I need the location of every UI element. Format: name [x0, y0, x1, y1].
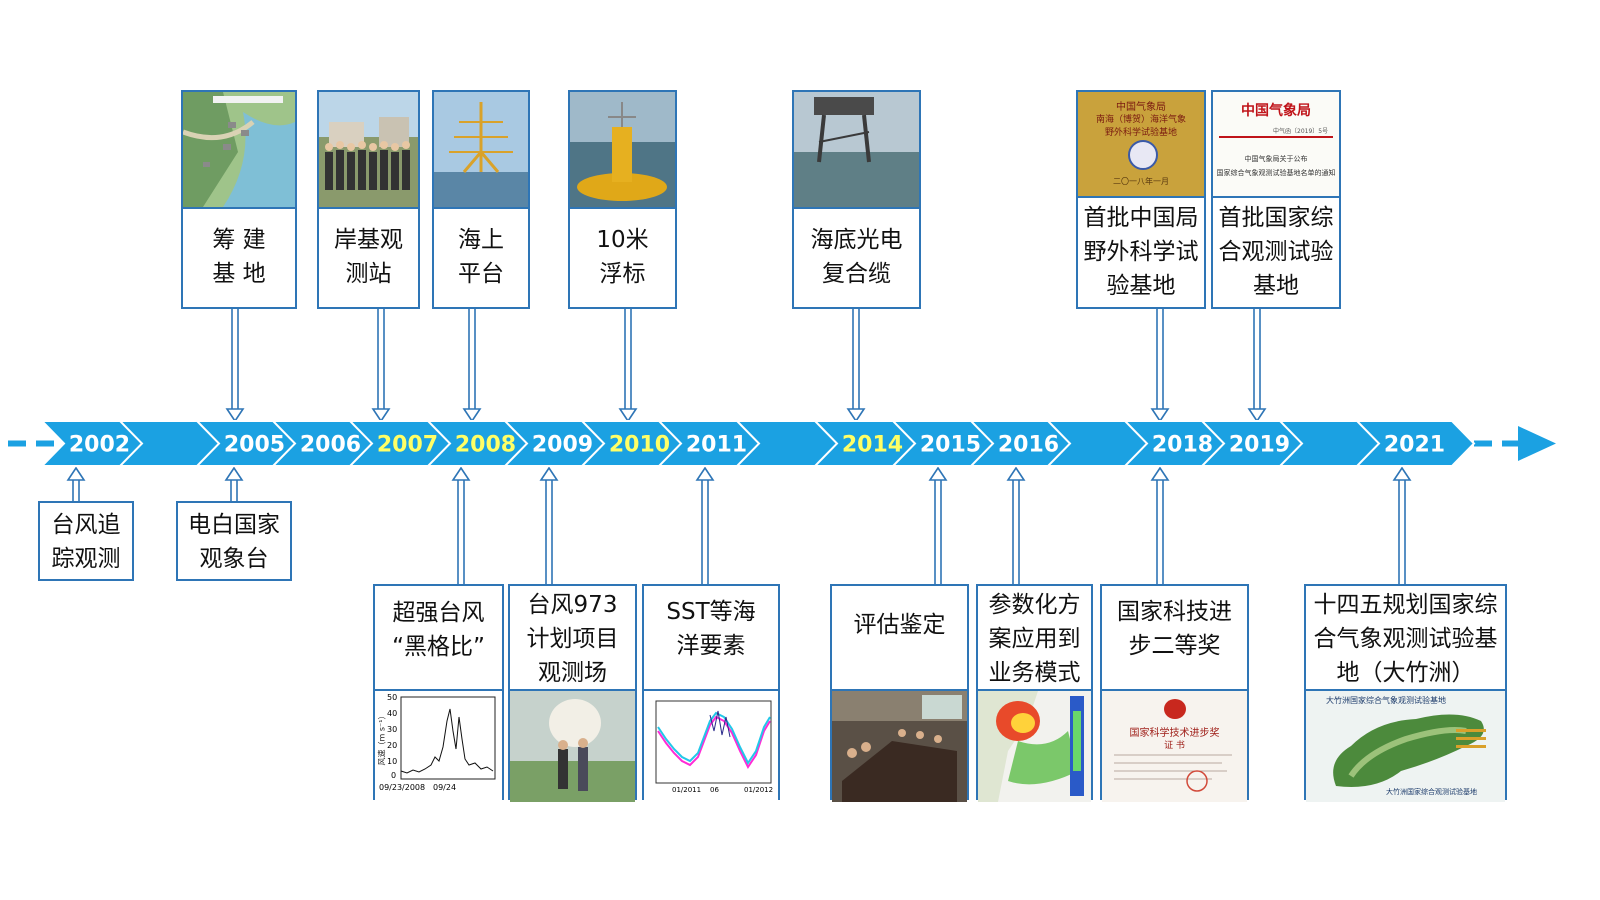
connector-arrow — [1150, 309, 1170, 423]
event-text: 岸基观 测站 — [334, 227, 403, 287]
event-card-2008-hagupit[interactable]: 超强台风 “黑格比” 风速（m s⁻¹） 50 40 30 20 10 0 09… — [373, 584, 504, 802]
connector-arrow — [695, 466, 715, 584]
event-card-2005-observatory[interactable]: 电白国家 观象台 — [176, 501, 292, 581]
timeline-year-label: 2006 — [300, 433, 361, 458]
event-card-2002-typhoon-tracking[interactable]: 台风追 踪观测 — [38, 501, 134, 581]
connector-arrow — [451, 466, 471, 584]
connector-arrow — [225, 309, 245, 423]
connector-arrow — [224, 466, 244, 501]
connector-arrow — [66, 466, 86, 501]
cable-platform-image — [794, 92, 919, 209]
event-card-2009-project-973[interactable]: 台风973 计划项目 观测场 — [508, 584, 637, 802]
event-card-2016-parameterization[interactable]: 参数化方 案应用到 业务模式 — [976, 584, 1093, 802]
timeline-year-label: 2014 — [842, 433, 903, 458]
event-text: 首批国家综 合观测试验 基地 — [1218, 205, 1334, 299]
timeline-chevron — [1354, 420, 1476, 467]
timeline-year-label: 2015 — [920, 433, 981, 458]
event-card-2019-national-base[interactable]: 中国气象局 中气函〔2019〕5号 中国气象局关于公布 国家综合气象观测试验基地… — [1211, 90, 1341, 309]
certificate-plaque-image: 中国气象局 南海（博贺）海洋气象 野外科学试验基地 二〇一八年一月 — [1078, 92, 1204, 198]
timeline-year-label: 2011 — [686, 433, 747, 458]
timeline-year-label: 2016 — [998, 433, 1059, 458]
event-text: SST等海 洋要素 — [666, 599, 756, 659]
timeline-year-label: 2005 — [224, 433, 285, 458]
model-map-image — [978, 689, 1091, 802]
event-text: 评估鉴定 — [853, 612, 946, 638]
platform-photo-image — [434, 92, 528, 209]
event-card-2021-dazhuzhou[interactable]: 十四五规划国家综 合气象观测试验基 地（大竹洲） 大竹洲国家综合气象观测试验基地… — [1304, 584, 1507, 802]
connector-arrow — [1006, 466, 1026, 584]
event-text: 参数化方 案应用到 业务模式 — [988, 592, 1081, 686]
event-card-2008-sea-platform[interactable]: 海上 平台 — [432, 90, 530, 309]
event-text: 台风973 计划项目 观测场 — [526, 592, 619, 686]
national-emblem-icon — [1164, 699, 1186, 719]
connector-arrow — [371, 309, 391, 423]
group-photo-image — [319, 92, 418, 209]
timeline-year-label: 2010 — [609, 433, 670, 458]
event-text: 超强台风 “黑格比” — [392, 600, 485, 660]
timeline-year-label: 2009 — [532, 433, 593, 458]
event-text: 10米 浮标 — [596, 227, 649, 287]
timeline-year-label: 2018 — [1152, 433, 1213, 458]
event-text: 台风追 踪观测 — [51, 512, 121, 572]
event-card-2011-sst[interactable]: SST等海 洋要素 01/2011 06 01/2012 — [642, 584, 780, 802]
connector-arrow — [1150, 466, 1170, 584]
balloon-photo-image — [510, 689, 635, 802]
base-aerial-image — [183, 92, 295, 209]
event-text: 十四五规划国家综 合气象观测试验基 地（大竹洲） — [1313, 592, 1498, 686]
event-card-2010-buoy[interactable]: 10米 浮标 — [568, 90, 677, 309]
buoy-photo-image — [570, 92, 675, 209]
event-text: 海上 平台 — [458, 227, 504, 287]
event-text: 海底光电 复合缆 — [810, 227, 903, 287]
island-map-image: 大竹洲国家综合气象观测试验基地 大竹洲国家综合观测试验基地 — [1306, 689, 1505, 802]
timeline-year-label: 2019 — [1229, 433, 1290, 458]
event-text: 筹 建 基 地 — [212, 227, 266, 287]
sst-chart: 01/2011 06 01/2012 — [644, 689, 778, 802]
timeline-year-label: 2021 — [1384, 433, 1445, 458]
connector-arrow — [539, 466, 559, 584]
timeline-year-label: 2007 — [377, 433, 438, 458]
official-document-image: 中国气象局 中气函〔2019〕5号 中国气象局关于公布 国家综合气象观测试验基地… — [1213, 92, 1339, 198]
event-card-2007-shore-station[interactable]: 岸基观 测站 — [317, 90, 420, 309]
event-card-2018-award[interactable]: 国家科技进 步二等奖 国家科学技术进步奖 证 书 — [1100, 584, 1249, 802]
connector-arrow — [1247, 309, 1267, 423]
timeline-year-label: 2008 — [455, 433, 516, 458]
connector-arrow — [618, 309, 638, 423]
timeline-arrowhead-icon — [1518, 426, 1556, 461]
connector-arrow — [1392, 466, 1412, 584]
timeline-year-label: 2002 — [69, 433, 130, 458]
event-card-2014-cable[interactable]: 海底光电 复合缆 — [792, 90, 921, 309]
event-card-2015-evaluation[interactable]: 评估鉴定 — [830, 584, 969, 802]
connector-arrow — [846, 309, 866, 423]
event-card-2005-build-base[interactable]: 筹 建 基 地 — [181, 90, 297, 309]
connector-arrow — [462, 309, 482, 423]
connector-arrow — [928, 466, 948, 584]
red-rule — [1219, 136, 1333, 138]
event-text: 国家科技进 步二等奖 — [1117, 599, 1232, 659]
event-text: 电白国家 观象台 — [188, 512, 280, 572]
event-card-2018-field-base[interactable]: 中国气象局 南海（博贺）海洋气象 野外科学试验基地 二〇一八年一月 首批中国局 … — [1076, 90, 1206, 309]
event-text: 首批中国局 野外科学试 验基地 — [1083, 205, 1199, 299]
emblem-icon — [1128, 140, 1158, 170]
award-certificate-image: 国家科学技术进步奖 证 书 — [1102, 689, 1247, 802]
wind-speed-chart: 风速（m s⁻¹） 50 40 30 20 10 0 09/23/2008 09… — [375, 689, 502, 802]
meeting-photo-image — [832, 689, 967, 802]
